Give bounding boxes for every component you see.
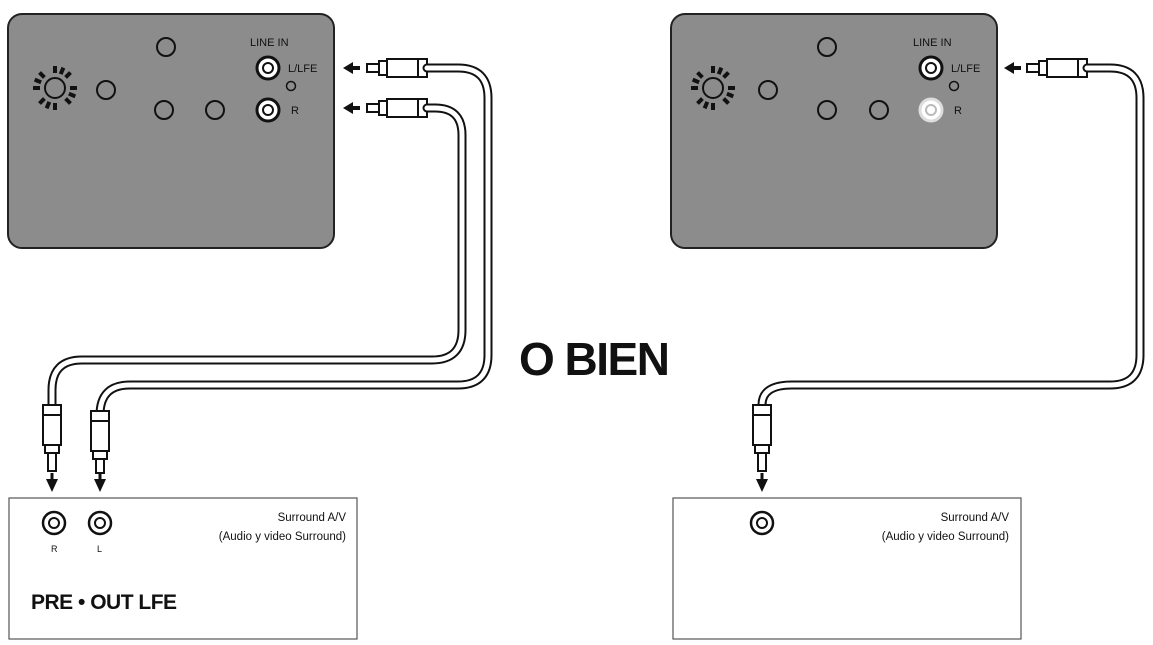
right-setup: LINE IN L/LFE R — [670, 13, 1145, 640]
knob — [817, 100, 837, 120]
line-in-label: LINE IN — [250, 37, 289, 49]
left-subwoofer-panel: LINE IN L/LFE R — [7, 13, 335, 249]
knob — [817, 37, 837, 57]
jack-l-label: L — [97, 544, 102, 554]
arrow-left-icon — [343, 62, 360, 74]
arrow-left-icon — [1004, 62, 1021, 74]
r-jack — [255, 97, 281, 123]
rca-plug — [1026, 58, 1088, 78]
subwoofer-body — [670, 13, 998, 249]
lfe-jack-label: L/LFE — [951, 63, 980, 75]
knob — [205, 100, 225, 120]
rca-plug — [90, 410, 110, 474]
rca-plug — [366, 98, 428, 118]
indicator-led — [948, 80, 960, 92]
lfe-jack-label: L/LFE — [288, 63, 317, 75]
jack-r-label: R — [51, 544, 58, 554]
r-output-jack — [41, 510, 67, 536]
rca-plug — [366, 58, 428, 78]
arrow-down-icon — [46, 479, 58, 492]
knob — [758, 80, 778, 100]
right-receiver-box: Surround A/V (Audio y video Surround) — [672, 497, 1022, 640]
r-jack-label: R — [954, 105, 962, 117]
receiver-subtitle: (Audio y video Surround) — [219, 531, 346, 543]
arrow-down-icon — [756, 479, 768, 492]
cable-r — [47, 103, 467, 410]
indicator-led — [285, 80, 297, 92]
arrow-left-icon — [343, 102, 360, 114]
receiver-title: Surround A/V — [278, 512, 347, 524]
rca-plug — [752, 404, 772, 472]
subwoofer-body — [7, 13, 335, 249]
left-setup: LINE IN L/LFE R — [7, 13, 493, 640]
receiver-subtitle: (Audio y video Surround) — [882, 531, 1009, 543]
knob — [869, 100, 889, 120]
cable-lfe — [95, 63, 493, 420]
lfe-jack — [255, 55, 281, 81]
pre-out-label: PRE • OUT LFE — [31, 591, 177, 614]
receiver-title: Surround A/V — [941, 512, 1010, 524]
cable-lfe — [757, 63, 1145, 410]
knob — [96, 80, 116, 100]
left-receiver-box: R L Surround A/V (Audio y video Surround… — [8, 497, 358, 640]
l-output-jack — [87, 510, 113, 536]
line-in-label: LINE IN — [913, 37, 952, 49]
right-subwoofer-panel: LINE IN L/LFE R — [670, 13, 998, 249]
separator-label: O BIEN — [519, 333, 668, 385]
knob — [156, 37, 176, 57]
arrow-down-icon — [94, 479, 106, 492]
volume-dial-icon — [33, 66, 77, 110]
volume-dial-icon — [691, 66, 735, 110]
knob — [154, 100, 174, 120]
lfe-output-jack — [749, 510, 775, 536]
lfe-jack — [918, 55, 944, 81]
r-jack-label: R — [291, 105, 299, 117]
rca-plug — [42, 404, 62, 472]
r-jack — [918, 97, 944, 123]
